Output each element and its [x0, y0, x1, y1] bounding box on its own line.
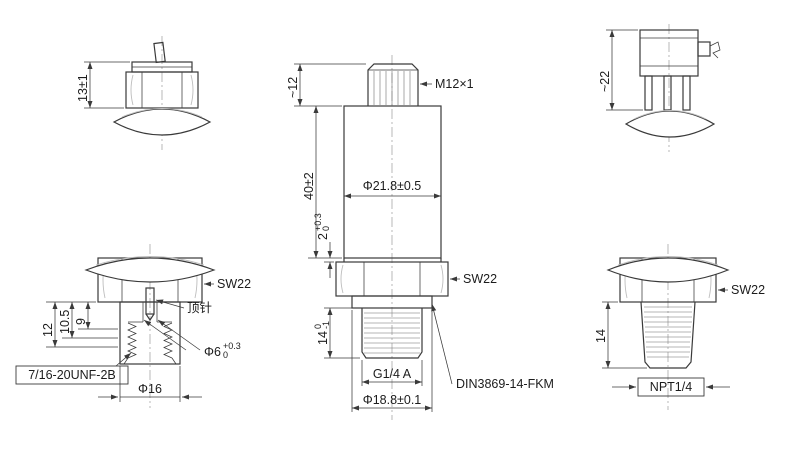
- hex-label-text: SW22: [731, 283, 765, 297]
- label-thread-top: M12×1: [420, 77, 474, 91]
- npt-thread-label-text: NPT1/4: [650, 380, 692, 394]
- npt-thread-stub: [640, 301, 696, 369]
- dim-step-tol-lower: 0: [321, 226, 331, 231]
- label-hex-front: SW22: [450, 272, 497, 286]
- connector-legs: [644, 75, 691, 111]
- dim-22: ~22: [598, 29, 643, 111]
- pin-label-text: 顶针: [187, 300, 212, 315]
- dim-depth-10-5-text: 10.5: [58, 310, 72, 334]
- dim-connector-height-text: ~12: [286, 77, 300, 98]
- dim-body-height-text: 40±2: [302, 172, 316, 200]
- bottom-right-view: SW22 14 NPT1/4: [594, 244, 765, 410]
- dim-body-diameter: Φ21.8±0.5: [344, 179, 441, 199]
- dim-step: 2 +0.3 0: [313, 213, 333, 278]
- dim-depth-12-text: 12: [41, 323, 55, 337]
- dim-seal-diameter: Φ18.8±0.1: [351, 310, 433, 412]
- top-thread-stub: [367, 63, 419, 106]
- bottom-thread-stub: [361, 308, 423, 359]
- dim-body-height: 40±2: [302, 106, 319, 258]
- sensor-body: [343, 105, 442, 259]
- dim-13-text: 13±1: [76, 74, 90, 102]
- label-npt-thread: NPT1/4: [612, 377, 730, 397]
- dim-connector-height: ~12: [286, 64, 303, 106]
- sealing-washer: [624, 110, 716, 138]
- cable-tab: [697, 41, 711, 57]
- thread-top-label-text: M12×1: [435, 77, 474, 91]
- sealing-washer: [112, 108, 212, 136]
- label-seal: DIN3869-14-FKM: [431, 303, 554, 391]
- label-thread-bottom: G1/4 A: [361, 360, 423, 386]
- npt-thread-lines: [644, 306, 692, 358]
- dim-thread-length-text: 14: [316, 331, 330, 345]
- label-hex-bottom-right: SW22: [718, 283, 765, 297]
- top-thread-lines: [373, 71, 411, 105]
- dim-thread-length: 14 0 -1: [313, 308, 333, 358]
- dim-depth-9-text: 9: [74, 318, 88, 325]
- dim-depth-10-5: 10.5: [58, 302, 75, 338]
- hex-label-text: SW22: [217, 277, 251, 291]
- label-hex-bottom-left: SW22: [204, 277, 251, 291]
- sealing-washer: [84, 257, 216, 283]
- seal-collar: [351, 295, 433, 309]
- dim-step-tol-upper: +0.3: [313, 213, 323, 231]
- top-right-view: ~22: [598, 24, 721, 152]
- label-ejector-pin: 顶针: [155, 299, 212, 315]
- hex-label-text: SW22: [463, 272, 497, 286]
- port-body: [119, 301, 181, 365]
- dim-outer-16: Φ16: [98, 366, 202, 402]
- seal-label-text: DIN3869-14-FKM: [456, 377, 554, 391]
- dim-13: 13±1: [76, 61, 130, 109]
- dim-hole-tol-lower: 0: [223, 350, 228, 360]
- ejector-pin: [145, 287, 155, 315]
- internal-thread-right: [163, 322, 173, 359]
- dim-hole-text: Φ6: [204, 345, 221, 359]
- dim-thread-length-tol-lower: -1: [321, 321, 331, 329]
- dim-depth-9: 9: [74, 302, 91, 329]
- dim-22-text: ~22: [598, 71, 612, 92]
- top-left-view: 13±1: [76, 36, 212, 150]
- bottom-thread-lines: [364, 312, 420, 354]
- internal-thread-left: [127, 322, 137, 359]
- dim-seal-diameter-text: Φ18.8±0.1: [363, 393, 422, 407]
- dim-hole-6: Φ6 +0.3 0: [143, 319, 241, 360]
- label-unf-thread: 7/16-20UNF-2B: [15, 352, 132, 385]
- dim-thread-length-14-text: 14: [594, 329, 608, 343]
- dim-depth-12: 12: [41, 302, 58, 347]
- dim-body-diameter-text: Φ21.8±0.5: [363, 179, 422, 193]
- dim-hole-tol-upper: +0.3: [223, 341, 241, 351]
- connector-pin: [153, 41, 166, 64]
- hex-body: [125, 71, 199, 109]
- bottom-left-view: 12 10.5 9 SW22 顶针 7/16-20UNF-2B: [15, 244, 251, 408]
- dim-step-text: 2: [316, 233, 330, 240]
- dim-outer-16-text: Φ16: [138, 382, 162, 396]
- thread-bottom-label-text: G1/4 A: [373, 367, 412, 381]
- front-view: Φ21.8±0.5 ~12: [286, 55, 554, 420]
- unf-thread-label-text: 7/16-20UNF-2B: [28, 368, 116, 382]
- sealing-washer: [606, 257, 730, 283]
- dim-thread-length-14: 14: [594, 301, 647, 369]
- cable-wire: [709, 41, 721, 59]
- dim-thread-length-tol-upper: 0: [313, 324, 323, 329]
